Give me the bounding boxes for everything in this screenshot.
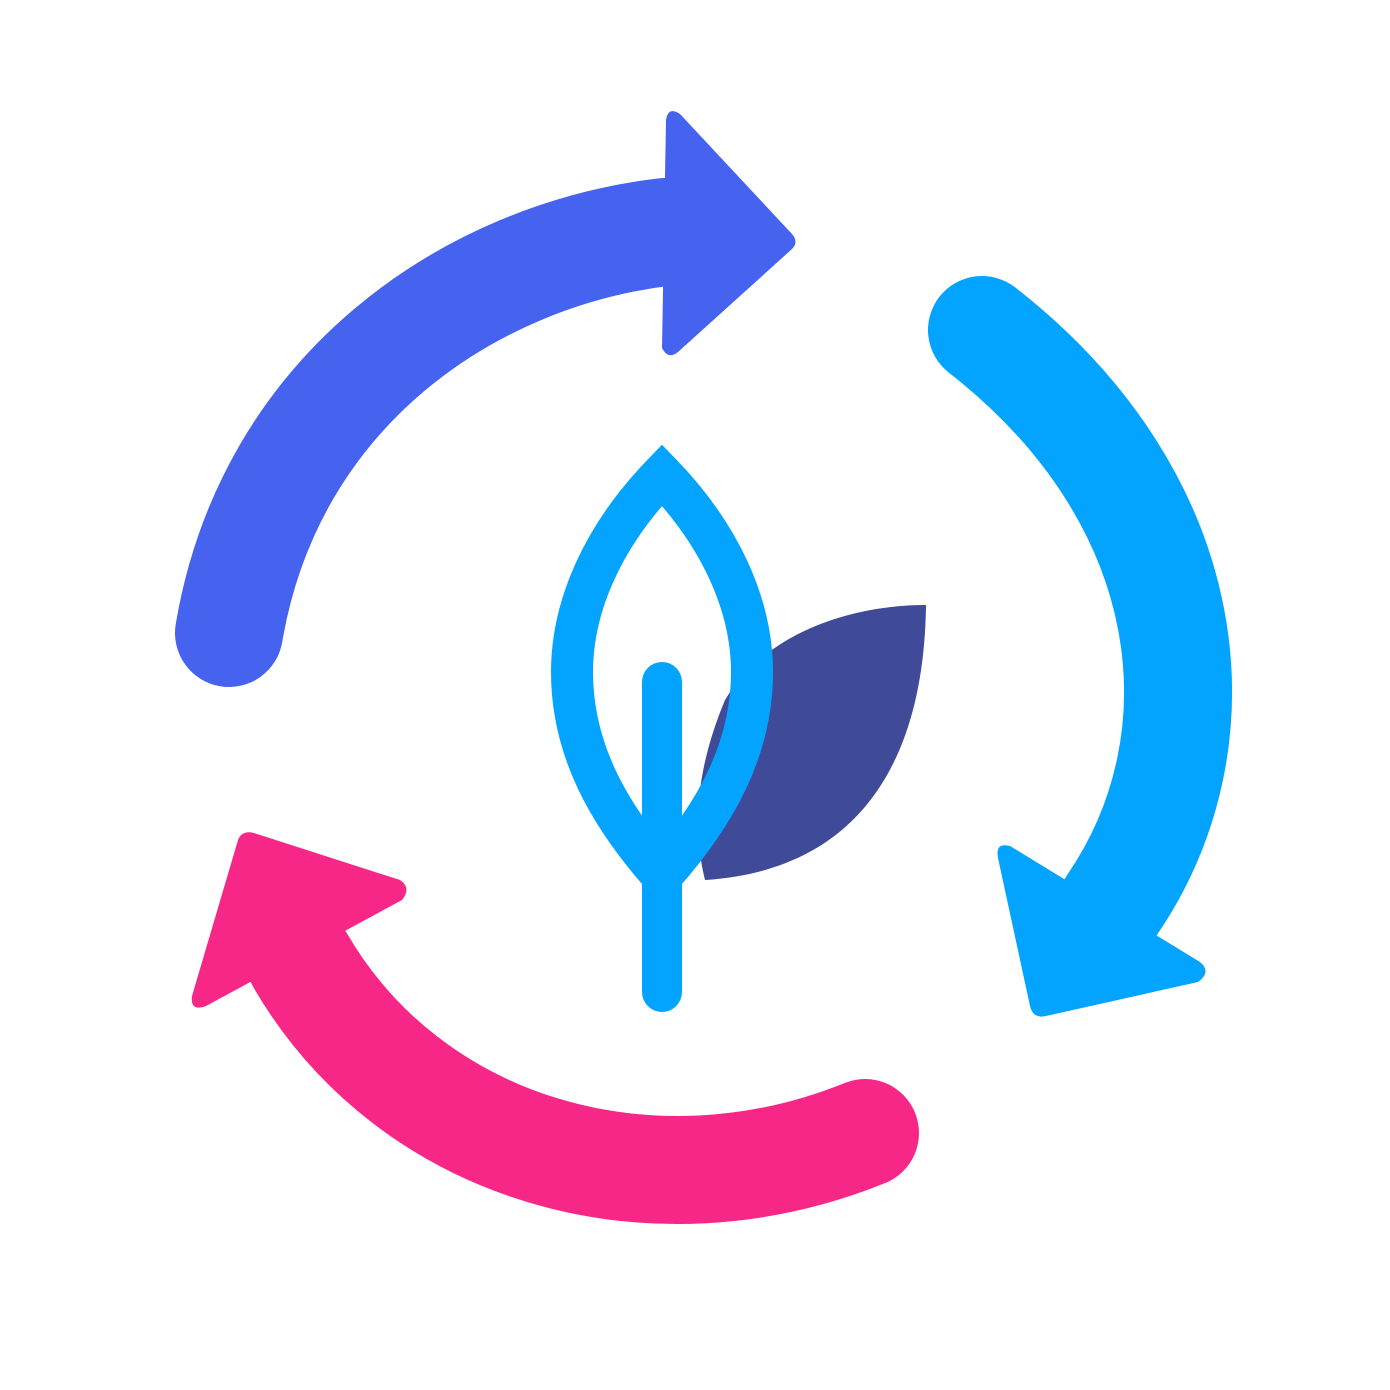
arrow-top-icon xyxy=(175,111,796,687)
arrow-bottom-arc xyxy=(246,906,919,1224)
arrow-top-head xyxy=(662,111,796,356)
arrow-top-arc xyxy=(175,178,719,687)
arrow-bottom-icon xyxy=(191,832,919,1224)
arrow-right-head xyxy=(997,845,1206,1017)
leaf-icon xyxy=(550,444,926,1012)
arrow-right-arc xyxy=(928,276,1232,959)
arrow-bottom-head xyxy=(191,832,407,1008)
arrow-right-icon xyxy=(928,276,1232,1017)
